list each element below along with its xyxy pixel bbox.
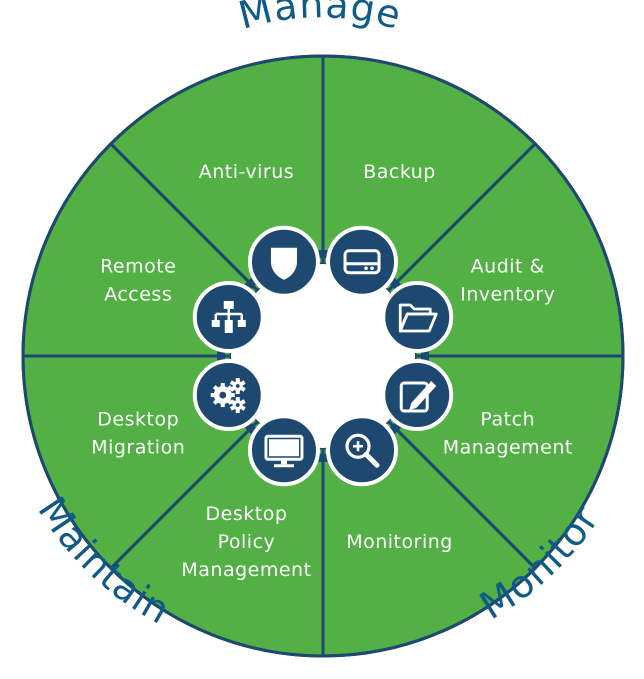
segment-label-line: Audit &	[471, 255, 545, 277]
segment-label-line: Desktop	[206, 503, 288, 525]
icon-ring-line	[217, 250, 429, 462]
icons-layer	[192, 225, 454, 487]
segment-label-line: Anti-virus	[199, 161, 294, 183]
wheel-rim	[21, 54, 625, 658]
folder-icon	[381, 280, 454, 353]
hard-drive-icon	[326, 225, 399, 298]
segment-label-line: Policy	[218, 531, 276, 553]
segment-label-anti-virus: Anti-virus	[199, 161, 294, 183]
segment-label-monitoring: Monitoring	[346, 531, 453, 553]
magnifier-plus-icon	[326, 414, 399, 487]
segment-label-audit-inventory: Audit & Inventory	[460, 255, 555, 305]
segment-label-line: Migration	[91, 437, 185, 459]
segment-label-backup: Backup	[363, 161, 436, 183]
edit-document-icon	[381, 359, 454, 432]
segment-label-line: Backup	[363, 161, 436, 183]
segment-label-line: Inventory	[460, 283, 555, 305]
segment-label-line: Remote	[100, 255, 176, 277]
center-hole	[231, 264, 415, 448]
segment-label-line: Management	[181, 559, 311, 581]
network-icon	[192, 280, 265, 353]
segment-label-line: Access	[104, 283, 172, 305]
manage-label: Manage	[234, 0, 406, 38]
segment-label-line: Desktop	[97, 409, 179, 431]
manage-label-text: Manage	[234, 0, 405, 38]
segment-label-line: Management	[443, 437, 573, 459]
shield-icon	[247, 225, 320, 298]
segment-label-line: Patch	[480, 409, 535, 431]
gears-icon	[192, 359, 265, 432]
icon-ring	[217, 250, 429, 462]
monitor-icon	[247, 414, 320, 487]
segment-label-line: Monitoring	[346, 531, 453, 553]
